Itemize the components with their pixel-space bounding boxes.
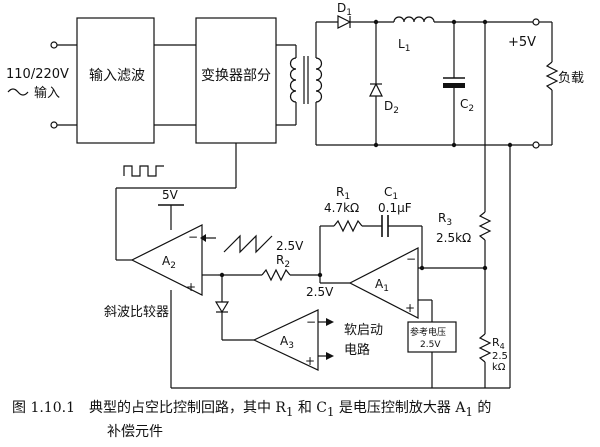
c1-value: 0.1μF [378, 201, 412, 215]
opamp-a2 [130, 224, 203, 296]
a3-minus: − [306, 315, 316, 329]
input-section: 110/220V 输入 输入滤波 [6, 17, 196, 144]
reference-value: 2.5V [420, 340, 441, 350]
transformer-secondary [315, 57, 323, 103]
converter-label: 变换器部分 [201, 67, 271, 84]
input-terminal-bottom [50, 121, 58, 129]
l1-label: L1 [398, 37, 410, 54]
a2-plus: + [186, 280, 196, 294]
r2-label: R2 [276, 253, 290, 270]
supply-5v-label: 5V [162, 188, 179, 202]
resistor-r3 [478, 211, 492, 241]
load-resistor [545, 61, 559, 91]
a1-label: A1 [375, 277, 389, 294]
c1-label: C1 [384, 185, 398, 202]
input-voltage-label: 110/220V [6, 67, 69, 82]
d1-label: D1 [337, 1, 352, 18]
r3-value: 2.5kΩ [436, 231, 471, 245]
r2-link: R2 [218, 253, 320, 282]
caption-number: 图 1.10.1 [12, 400, 75, 416]
comparator-label: 斜波比较器 [104, 305, 169, 320]
r4-label: R4 [492, 336, 505, 351]
d2-label: D2 [384, 99, 399, 116]
output-terminal-minus [532, 141, 540, 149]
transformer-primary [289, 57, 297, 103]
a2-label: A2 [162, 254, 176, 271]
opamp-a3 [252, 309, 319, 371]
converter-section: 变换器部分 [195, 17, 323, 145]
r4-value-num: 2.5 [492, 351, 508, 362]
a1-minus: − [406, 252, 416, 266]
feedback-divider: R3 2.5kΩ R4 2.5 kΩ [436, 50, 508, 388]
a2-minus: − [188, 230, 198, 244]
ac-symbol-icon [7, 88, 29, 96]
diode-d1 [337, 15, 352, 29]
load-label: 负载 [558, 71, 584, 86]
ground-bus [170, 290, 510, 389]
input-filter-label: 输入滤波 [89, 68, 145, 84]
resistor-r2 [261, 268, 291, 282]
softstart-label-1: 软启动 [344, 323, 383, 338]
node-voltage-label: 2.5V [306, 285, 334, 299]
inductor-l1 [393, 16, 435, 23]
ramp-waveform-icon [223, 234, 273, 254]
opamp-a1 [348, 247, 419, 319]
input-filter-block [76, 17, 155, 144]
a1-plus: + [405, 301, 415, 315]
error-amplifier-a1: A1 − + R1 4.7kΩ C1 0.1μF 2.5V 参考电压 2.5V [306, 185, 485, 388]
output-terminal-plus [532, 18, 540, 26]
diode-d2 [369, 82, 383, 97]
plus5v-label: +5V [508, 35, 536, 50]
ramp-comparator-a2: A2 − + 5V 2.5V 斜波比较器 [104, 143, 304, 320]
c2-label: C2 [460, 97, 474, 114]
a3-plus: + [305, 354, 315, 368]
resistor-r4 [478, 333, 492, 363]
r1-value: 4.7kΩ [324, 201, 359, 215]
input-terminal-top [50, 41, 58, 49]
pwm-waveform-icon [123, 165, 164, 177]
r4-value-unit: kΩ [492, 362, 506, 373]
softstart-label-2: 电路 [344, 342, 370, 358]
schematic: 110/220V 输入 输入滤波 变换器部分 D1 [6, 1, 584, 389]
softstart-a3: A3 − + 软启动 电路 [214, 275, 383, 371]
input-word-label: 输入 [34, 85, 60, 101]
resistor-r1 [333, 219, 363, 233]
ramp-voltage-label: 2.5V [276, 239, 304, 253]
output-section: D1 L1 +5V D2 C2 负载 [316, 1, 584, 388]
a3-label: A3 [280, 334, 294, 351]
reference-label: 参考电压 [410, 326, 446, 338]
caption-line-2: 补偿元件 [107, 423, 163, 440]
diode-softstart [214, 301, 230, 314]
r1-label: R1 [336, 185, 350, 202]
r3-label: R3 [438, 211, 452, 228]
